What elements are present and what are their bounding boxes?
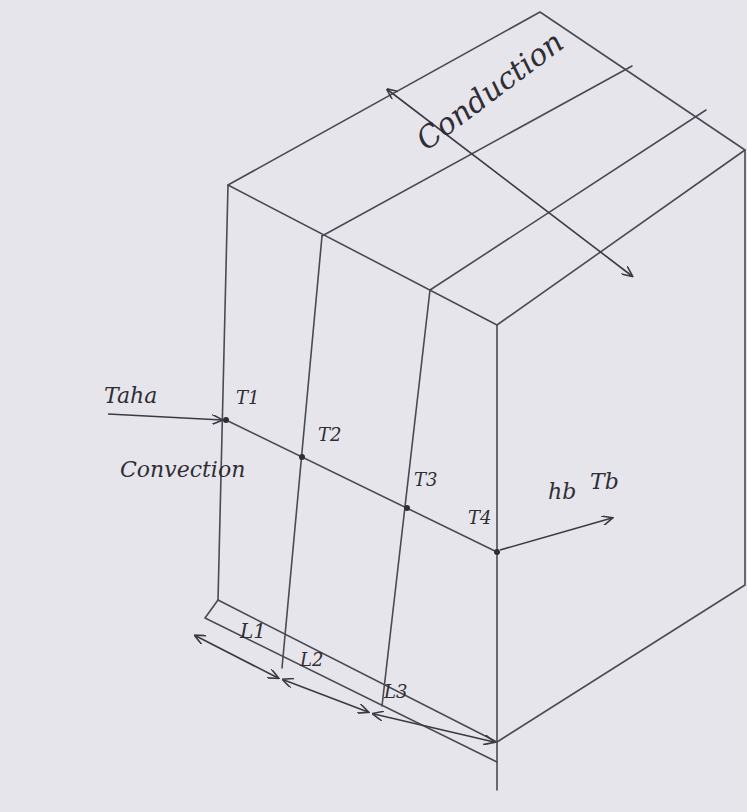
fluid-label: Taha (104, 384, 157, 408)
temperature-label: T3 (414, 470, 437, 490)
dimension-label: L3 (384, 682, 407, 702)
dimension-label: L2 (300, 650, 323, 670)
dimension-label: L1 (240, 620, 266, 642)
temperature-label: T1 (236, 388, 259, 408)
temperature-label: T4 (468, 508, 491, 528)
mode-label: Convection (120, 458, 245, 482)
coefficient-label: hb (548, 480, 576, 504)
mode-label: Conduction (410, 25, 569, 156)
temperature-label: Tb (590, 470, 619, 494)
temperature-label: T2 (318, 425, 341, 445)
